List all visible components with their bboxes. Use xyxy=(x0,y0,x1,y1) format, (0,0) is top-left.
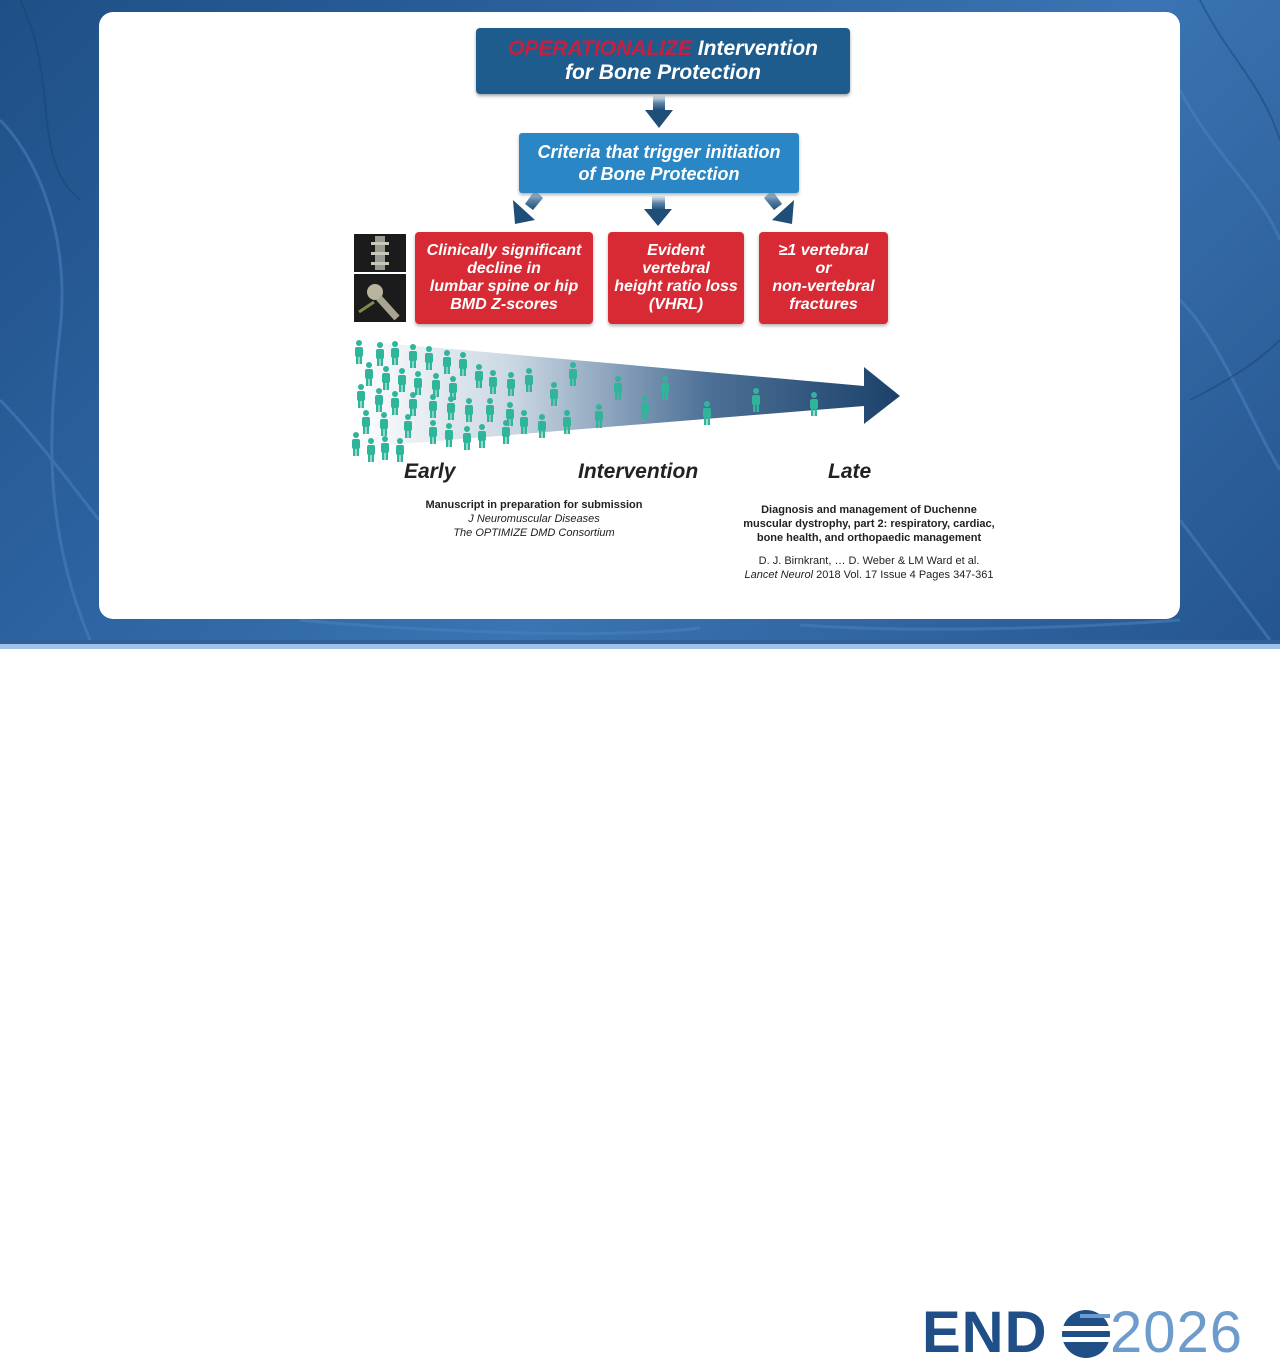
logo-year-text: 2026 xyxy=(1110,1300,1244,1365)
person-icon xyxy=(381,436,389,460)
citation-right: Diagnosis and management of Duchenne mus… xyxy=(727,503,1011,582)
person-icon xyxy=(703,401,711,425)
person-icon xyxy=(641,396,649,420)
person-icon xyxy=(355,340,363,364)
person-icon xyxy=(563,410,571,434)
arrow-down-1 xyxy=(645,96,673,128)
citation-right-authors: D. J. Birnkrant, … D. Weber & LM Ward et… xyxy=(758,555,980,567)
person-icon xyxy=(432,373,440,397)
person-icon xyxy=(478,424,486,448)
person-icon xyxy=(409,392,417,416)
person-icon xyxy=(414,371,422,395)
slide-card: OPERATIONALIZE Intervention for Bone Pro… xyxy=(99,12,1180,619)
person-icon xyxy=(380,412,388,436)
criterion-vhrl: Evident vertebral height ratio loss (VHR… xyxy=(608,232,744,324)
label-early: Early xyxy=(404,460,456,483)
person-icon xyxy=(614,376,622,400)
arrow-center xyxy=(644,196,672,226)
arrow-right xyxy=(764,190,794,224)
citation-right-title-3: bone health, and orthopaedic management xyxy=(756,532,982,544)
operationalize-box: OPERATIONALIZE Intervention for Bone Pro… xyxy=(476,28,850,94)
person-icon xyxy=(367,438,375,462)
person-icon xyxy=(376,342,384,366)
globe-icon xyxy=(1062,1310,1110,1358)
spine-xray-image xyxy=(354,234,406,272)
citation-right-source: Lancet Neurol 2018 Vol. 17 Issue 4 Pages… xyxy=(727,568,1011,582)
person-icon xyxy=(810,392,818,416)
person-icon xyxy=(357,384,365,408)
arrow-left xyxy=(513,190,543,224)
person-icon xyxy=(445,423,453,447)
person-icon xyxy=(382,366,390,390)
endo-logo: END 2026 xyxy=(922,1300,1272,1365)
citation-left-consortium: The OPTIMIZE DMD Consortium xyxy=(453,527,615,539)
person-icon xyxy=(425,346,433,370)
citation-left: Manuscript in preparation for submission… xyxy=(403,498,665,540)
person-icon xyxy=(429,394,437,418)
top-box-line2: for Bone Protection xyxy=(564,61,761,84)
person-icon xyxy=(365,362,373,386)
person-icon xyxy=(475,364,483,388)
person-icon xyxy=(447,396,455,420)
person-icon xyxy=(391,341,399,365)
person-icon xyxy=(507,372,515,396)
background-texture xyxy=(0,0,1280,640)
person-icon xyxy=(752,388,760,412)
person-icon xyxy=(465,398,473,422)
footer-stripe-dark xyxy=(0,640,1280,644)
person-icon xyxy=(550,382,558,406)
citation-right-journal: Lancet Neurol xyxy=(744,569,814,581)
operationalize-highlight: OPERATIONALIZE xyxy=(508,37,692,60)
person-icon xyxy=(459,352,467,376)
person-icon xyxy=(489,370,497,394)
citation-right-title-2: muscular dystrophy, part 2: respiratory,… xyxy=(743,518,995,530)
criteria-box-line1: Criteria that trigger initiation xyxy=(537,142,781,162)
person-icon xyxy=(409,344,417,368)
criterion-fractures: ≥1 vertebral or non-vertebral fractures xyxy=(759,232,888,324)
person-icon xyxy=(463,426,471,450)
person-icon xyxy=(404,414,412,438)
person-icon xyxy=(520,410,528,434)
citation-right-details: 2018 Vol. 17 Issue 4 Pages 347-361 xyxy=(813,569,994,581)
person-icon xyxy=(502,420,510,444)
person-icon xyxy=(375,388,383,412)
citation-right-title-1: Diagnosis and management of Duchenne xyxy=(761,504,977,516)
person-icon xyxy=(486,398,494,422)
person-icon xyxy=(362,410,370,434)
person-icon xyxy=(429,420,437,444)
footer: END 2026 xyxy=(0,649,1280,1362)
person-icon xyxy=(661,376,669,400)
diagram-graphics xyxy=(351,96,900,462)
criteria-box: Criteria that trigger initiation of Bone… xyxy=(519,133,799,193)
person-icon xyxy=(538,414,546,438)
criterion-bmd-decline: Clinically significant decline in lumbar… xyxy=(415,232,593,324)
label-late: Late xyxy=(828,460,872,483)
person-icon xyxy=(569,362,577,386)
person-icon xyxy=(525,368,533,392)
person-icon xyxy=(398,368,406,392)
logo-endo-text: END xyxy=(922,1300,1048,1365)
person-icon xyxy=(449,376,457,400)
criteria-box-line2: of Bone Protection xyxy=(578,164,740,184)
person-icon xyxy=(443,350,451,374)
footer-stripe-light xyxy=(0,644,1280,649)
hip-xray-image xyxy=(354,274,406,322)
person-icon xyxy=(595,404,603,428)
citation-left-journal: J Neuromuscular Diseases xyxy=(468,513,600,525)
top-box-line1: Intervention xyxy=(691,37,818,60)
citation-left-title: Manuscript in preparation for submission xyxy=(425,499,643,511)
patient-population-icons xyxy=(352,340,818,462)
person-icon xyxy=(352,432,360,456)
person-icon xyxy=(391,391,399,415)
person-icon xyxy=(396,438,404,462)
label-intervention: Intervention xyxy=(578,460,699,483)
